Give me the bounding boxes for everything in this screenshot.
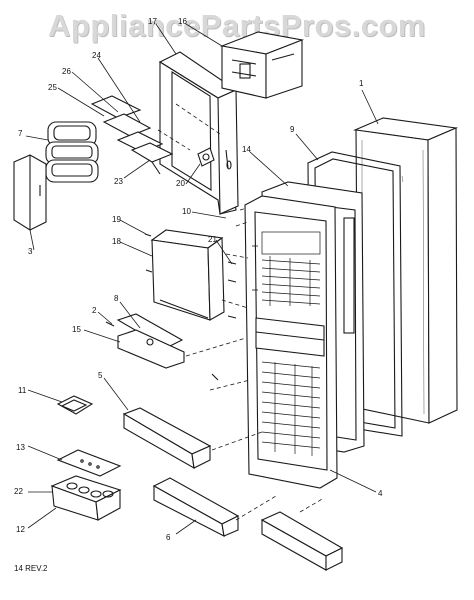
door-bin-bottom [260,511,344,571]
callout-4: 4 [378,489,383,498]
callout-11: 11 [18,386,27,395]
shelf-plates [90,95,174,175]
callout-5: 5 [98,371,103,380]
ice-tray-lid [56,449,122,477]
lower-trim-bracket [105,313,185,369]
ice-cube-tray [50,475,122,521]
callout-17: 17 [148,17,157,26]
hinge-bracket [197,147,215,167]
callout-16: 16 [178,17,187,26]
drawer-box [150,229,225,321]
callout-15: 15 [72,325,81,334]
callout-13: 13 [16,443,25,452]
callout-3: 3 [28,247,33,256]
callout-7: 7 [18,129,23,138]
callout-22: 22 [14,487,23,496]
callout-25: 25 [48,83,57,92]
leader-lines [25,23,379,535]
callout-26: 26 [62,67,71,76]
callout-12: 12 [16,525,25,534]
callout-20: 20 [176,179,185,188]
callout-2: 2 [92,306,97,315]
callout-8: 8 [114,294,119,303]
callout-6: 6 [166,533,171,542]
assembly-lines [157,103,325,521]
small-access-door [13,154,47,231]
watermark: AppliancePartsPros.com [48,8,426,43]
outer-door-panel [352,117,459,424]
callout-9: 9 [290,125,295,134]
callout-24: 24 [92,51,101,60]
storage-bins [45,121,99,183]
door-bin-upper [122,407,212,470]
callout-1: 1 [359,79,364,88]
control-housing [219,31,305,99]
callout-labels: 1 2 3 4 5 6 7 8 9 10 11 12 13 14 15 16 1… [14,17,383,542]
inner-door-liner [244,195,338,489]
callout-18: 18 [112,237,121,246]
diagram-reference: 14 REV.2 [14,564,48,573]
door-bin-lower [152,477,240,537]
callout-21: 21 [208,235,217,244]
callout-14: 14 [242,145,251,154]
screws [144,233,237,381]
callout-23: 23 [114,177,123,186]
small-tray [56,395,94,415]
freezer-top-frame [158,51,239,215]
callout-10: 10 [182,207,191,216]
callout-19: 19 [112,215,121,224]
